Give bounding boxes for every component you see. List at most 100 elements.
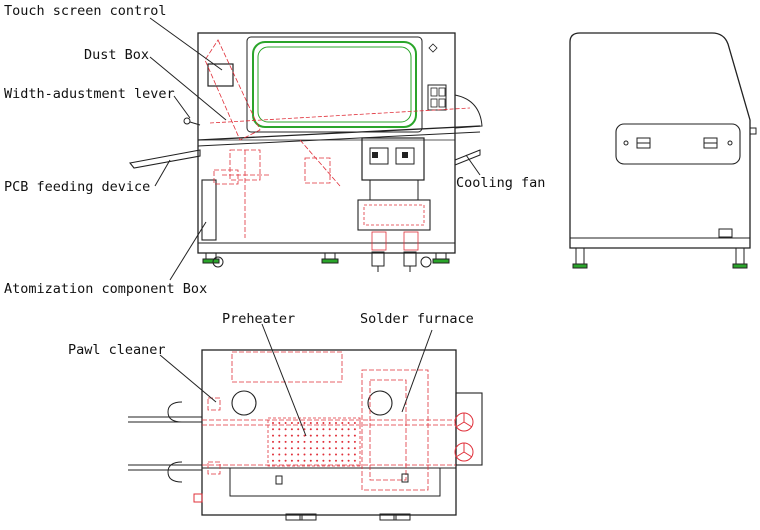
label-pcb-feeding-device: PCB feeding device (4, 179, 151, 195)
preheater-dot (316, 459, 319, 462)
preheater-dot (341, 459, 344, 462)
conveyor-rail (197, 125, 481, 141)
preheater-dot (341, 440, 344, 443)
preheater-dot (353, 459, 356, 462)
preheater-dot (303, 459, 306, 462)
front-internals (204, 39, 341, 238)
label-solder-furnace: Solder furnace (360, 311, 474, 327)
label-atomization-component-box: Atomization component Box (4, 281, 208, 297)
preheater-dot (297, 434, 300, 437)
preheater-dot (322, 428, 325, 431)
label-pawl-cleaner: Pawl cleaner (68, 342, 166, 358)
viewing-window (252, 41, 417, 128)
preheater-dot (278, 447, 281, 450)
cooling-fan-tray (454, 149, 481, 166)
top-fan-housing (455, 392, 483, 466)
preheater-dot (347, 440, 350, 443)
preheater-dot (278, 440, 281, 443)
preheater-dot (284, 440, 287, 443)
preheater-dot (322, 440, 325, 443)
preheater-dot (322, 447, 325, 450)
label-cooling-fan: Cooling fan (456, 175, 546, 191)
preheater-dot (309, 459, 312, 462)
preheater-dot (335, 434, 337, 437)
preheater-dot (322, 434, 325, 437)
preheater-dot (316, 428, 319, 431)
preheater-dot (347, 459, 350, 462)
preheater-dot (303, 434, 306, 437)
preheater-dot (272, 422, 274, 424)
preheater-dot (278, 453, 281, 456)
preheater-dot (272, 459, 274, 462)
preheater-dot (297, 422, 300, 424)
preheater-dot (290, 428, 293, 431)
preheater-dot (322, 459, 325, 462)
preheater-dot (328, 422, 331, 424)
control-panel (427, 84, 447, 111)
preheater-dot (316, 453, 319, 456)
preheater-dot (341, 428, 344, 431)
preheater-dot (341, 434, 344, 437)
label-touch-screen-control: Touch screen control (4, 3, 167, 19)
preheater-dot (278, 459, 281, 462)
preheater-dot (297, 440, 300, 443)
touch-screen-panel (207, 63, 234, 87)
preheater-dot (322, 453, 325, 456)
preheater-dot (328, 453, 331, 456)
side-access-panel (615, 123, 741, 165)
preheater-dot (328, 459, 331, 462)
preheater-dot (347, 434, 350, 437)
preheater-dot (322, 422, 325, 424)
preheater-dot (328, 447, 331, 450)
top-feet (275, 473, 411, 521)
preheater-dot (290, 422, 293, 424)
preheater-dot (335, 422, 337, 424)
front-view (128, 32, 483, 272)
preheater-dot (341, 422, 344, 424)
preheater-dot (347, 447, 350, 450)
preheater-dot (297, 459, 300, 462)
preheater-dot (303, 447, 306, 450)
label-width-adjustment-lever: Width-adustment lever (4, 86, 175, 102)
preheater-dot (272, 440, 274, 443)
label-dust-box: Dust Box (84, 47, 150, 63)
preheater-dot (290, 447, 293, 450)
preheater-dot (309, 428, 312, 431)
preheater-dot (353, 422, 356, 424)
top-internals (202, 351, 456, 491)
preheater-dot (328, 434, 331, 437)
preheater-dot (272, 434, 274, 437)
preheater-dot (328, 428, 331, 431)
front-feet (202, 251, 450, 272)
preheater-dot (353, 440, 356, 443)
preheater-dot (303, 453, 306, 456)
preheater-dot (347, 453, 350, 456)
preheater-dot (316, 447, 319, 450)
preheater-dot (303, 422, 306, 424)
preheater-dot (353, 428, 356, 431)
preheater-dot (278, 434, 281, 437)
preheater-dot (303, 440, 306, 443)
pcb-feeding-tray (128, 149, 201, 169)
preheater-dot (335, 440, 337, 443)
preheater-dot (316, 434, 319, 437)
side-cabinet (569, 32, 751, 249)
preheater-dot (297, 447, 300, 450)
preheater-dot (335, 447, 337, 450)
preheater-dot (290, 434, 293, 437)
preheater-dot (297, 428, 300, 431)
preheater-dot (335, 453, 337, 456)
preheater-dot (335, 428, 337, 431)
preheater-dot (272, 428, 274, 431)
cooling-fan-icon (454, 412, 474, 462)
preheater-dot (341, 453, 344, 456)
preheater-dot (353, 434, 356, 437)
preheater-dot (278, 422, 281, 424)
preheater-dot (353, 453, 356, 456)
preheater-dot (347, 422, 350, 424)
preheater-dot (316, 440, 319, 443)
preheater-dot (297, 453, 300, 456)
atomization-box (201, 179, 217, 241)
preheater-dot (290, 440, 293, 443)
